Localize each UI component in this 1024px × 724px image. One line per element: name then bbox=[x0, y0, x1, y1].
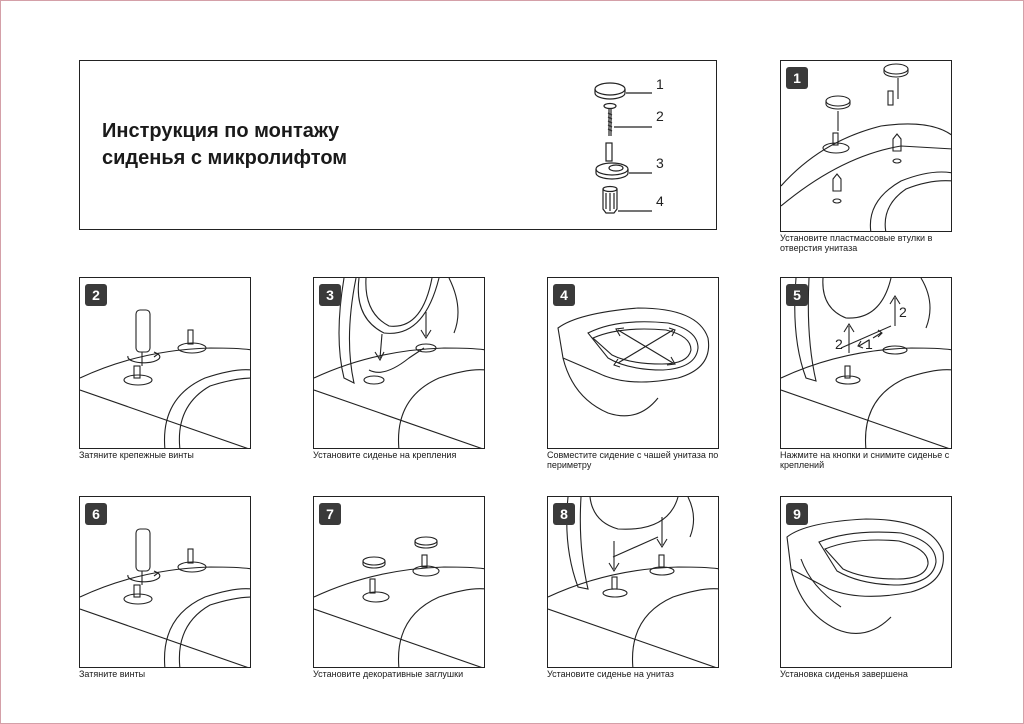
step-9-illustration bbox=[786, 518, 944, 634]
parts-illustration bbox=[594, 82, 652, 214]
step-3-illustration bbox=[314, 278, 484, 448]
step-7-illustration bbox=[314, 536, 484, 667]
step-2-caption: Затяните крепежные винты bbox=[79, 450, 194, 460]
part-number-3: 3 bbox=[656, 155, 664, 171]
step-3-panel: 3 bbox=[313, 277, 485, 449]
step-4-caption: Совместите сидение с чашей унитаза по пе… bbox=[547, 450, 719, 470]
step-6-badge: 6 bbox=[85, 503, 107, 525]
step-8-caption: Установите сиденье на унитаз bbox=[547, 669, 674, 679]
step-3-badge: 3 bbox=[319, 284, 341, 306]
document-title: Инструкция по монтажу сиденья с микролиф… bbox=[102, 118, 347, 172]
step-1-caption: Установите пластмассовые втулки в отверс… bbox=[780, 233, 933, 253]
step-5-badge: 5 bbox=[786, 284, 808, 306]
step-7-badge: 7 bbox=[319, 503, 341, 525]
step-7-panel: 7 bbox=[313, 496, 485, 668]
part-number-1: 1 bbox=[656, 76, 664, 92]
step-5-illustration bbox=[781, 278, 951, 448]
title-line-1: Инструкция по монтажу bbox=[102, 120, 340, 142]
step-1-panel: 1 bbox=[780, 60, 952, 232]
step-4-panel: 4 bbox=[547, 277, 719, 449]
step-5-caption: Нажмите на кнопки и снимите сиденье с кр… bbox=[780, 450, 950, 470]
step-6-illustration bbox=[80, 528, 250, 667]
step-4-illustration bbox=[557, 307, 710, 417]
header-box: Инструкция по монтажу сиденья с микролиф… bbox=[79, 60, 717, 230]
step-9-caption: Установка сиденья завершена bbox=[780, 669, 908, 679]
step-5-label-2-right: 2 bbox=[899, 304, 907, 320]
step-6-caption: Затяните винты bbox=[79, 669, 146, 679]
step-8-panel: 8 bbox=[547, 496, 719, 668]
step-2-illustration bbox=[80, 309, 250, 448]
step-5-panel: 5 2 1 2 bbox=[780, 277, 952, 449]
step-8-badge: 8 bbox=[553, 503, 575, 525]
title-line-2: сиденья с микролифтом bbox=[102, 147, 348, 169]
step-5-label-1: 1 bbox=[865, 336, 873, 352]
step-5-label-2-left: 2 bbox=[835, 336, 843, 352]
step-3-caption: Установите сиденье на крепления bbox=[313, 450, 457, 460]
step-2-badge: 2 bbox=[85, 284, 107, 306]
step-1-badge: 1 bbox=[786, 67, 808, 89]
step-9-badge: 9 bbox=[786, 503, 808, 525]
part-number-4: 4 bbox=[656, 193, 664, 209]
part-number-2: 2 bbox=[656, 108, 664, 124]
cap-part-icon bbox=[594, 82, 652, 100]
step-4-badge: 4 bbox=[553, 284, 575, 306]
step-1-illustration bbox=[781, 63, 951, 231]
step-6-panel: 6 bbox=[79, 496, 251, 668]
step-2-panel: 2 bbox=[79, 277, 251, 449]
step-7-caption: Установите декоративные заглушки bbox=[313, 669, 464, 679]
sleeve-part-icon bbox=[602, 185, 652, 214]
screw-part-icon bbox=[603, 102, 652, 136]
step-9-panel: 9 bbox=[780, 496, 952, 668]
hinge-base-part-icon bbox=[595, 142, 652, 180]
step-8-illustration bbox=[548, 497, 718, 667]
